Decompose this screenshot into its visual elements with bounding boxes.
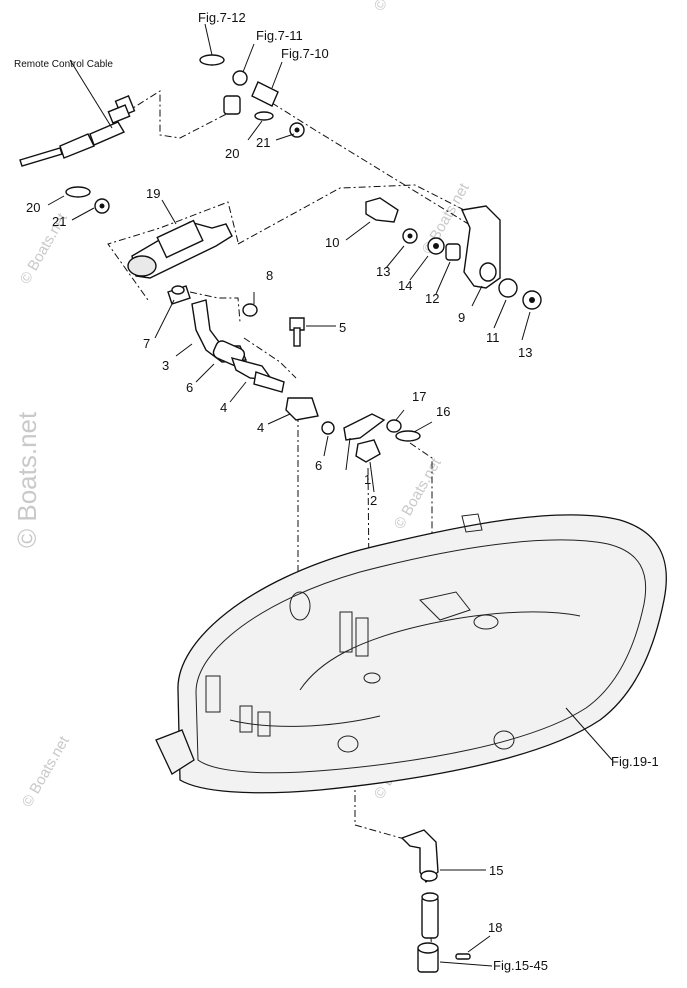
remote-control-cable xyxy=(19,59,136,167)
callout-20: 20 xyxy=(225,146,239,161)
bottom-cowling xyxy=(155,513,667,794)
callout-11: 11 xyxy=(486,330,500,345)
callout-17: 17 xyxy=(412,389,426,404)
callout-3: 3 xyxy=(162,358,169,373)
callout-4: 4 xyxy=(257,420,264,435)
watermark-tile: © Boats.net xyxy=(19,733,73,810)
part-callouts: 1 2 3 4 4 5 6 6 7 8 9 10 11 12 13 13 14 … xyxy=(26,135,532,935)
callout-14: 14 xyxy=(398,278,412,293)
reference-lines xyxy=(107,90,471,956)
callout-9: 9 xyxy=(458,310,465,325)
callout-5: 5 xyxy=(339,320,346,335)
callout-1: 1 xyxy=(364,472,371,487)
watermark-tile: © Boats.net xyxy=(371,0,425,14)
watermark-tile: © Boats.net xyxy=(391,455,445,532)
control-lever-assembly xyxy=(175,292,336,457)
right-linkage-assembly xyxy=(345,197,542,341)
callout-15: 15 xyxy=(489,863,503,878)
callout-20: 20 xyxy=(26,200,40,215)
fig-15-45-label: Fig.15-45 xyxy=(493,958,548,973)
fig-7-10-label: Fig.7-10 xyxy=(281,46,329,61)
remote-control-cable-label: Remote Control Cable xyxy=(14,59,113,70)
callout-21: 21 xyxy=(52,214,66,229)
callout-4: 4 xyxy=(220,400,227,415)
callout-7: 7 xyxy=(143,336,150,351)
callout-21: 21 xyxy=(256,135,270,150)
callout-13: 13 xyxy=(376,264,390,279)
fig-19-1-label: Fig.19-1 xyxy=(611,754,659,769)
callout-2: 2 xyxy=(370,493,377,508)
callout-13: 13 xyxy=(518,345,532,360)
watermark-side: © Boats.net xyxy=(12,411,42,548)
callout-8: 8 xyxy=(266,268,273,283)
upper-linkage-parts xyxy=(199,23,305,141)
fig-7-11-label: Fig.7-11 xyxy=(256,28,303,43)
figure-labels: Fig.7-12 Fig.7-11 Fig.7-10 Remote Contro… xyxy=(14,10,659,973)
drain-hose-assembly xyxy=(400,829,493,973)
link-rod-parts xyxy=(343,409,433,493)
callout-16: 16 xyxy=(436,404,450,419)
callout-10: 10 xyxy=(325,235,339,250)
left-cable-end-assembly xyxy=(47,186,233,339)
callout-19: 19 xyxy=(146,186,160,201)
callout-12: 12 xyxy=(425,291,439,306)
callout-6: 6 xyxy=(186,380,193,395)
fig-7-12-label: Fig.7-12 xyxy=(198,10,246,25)
callout-6: 6 xyxy=(315,458,322,473)
callout-18: 18 xyxy=(488,920,502,935)
